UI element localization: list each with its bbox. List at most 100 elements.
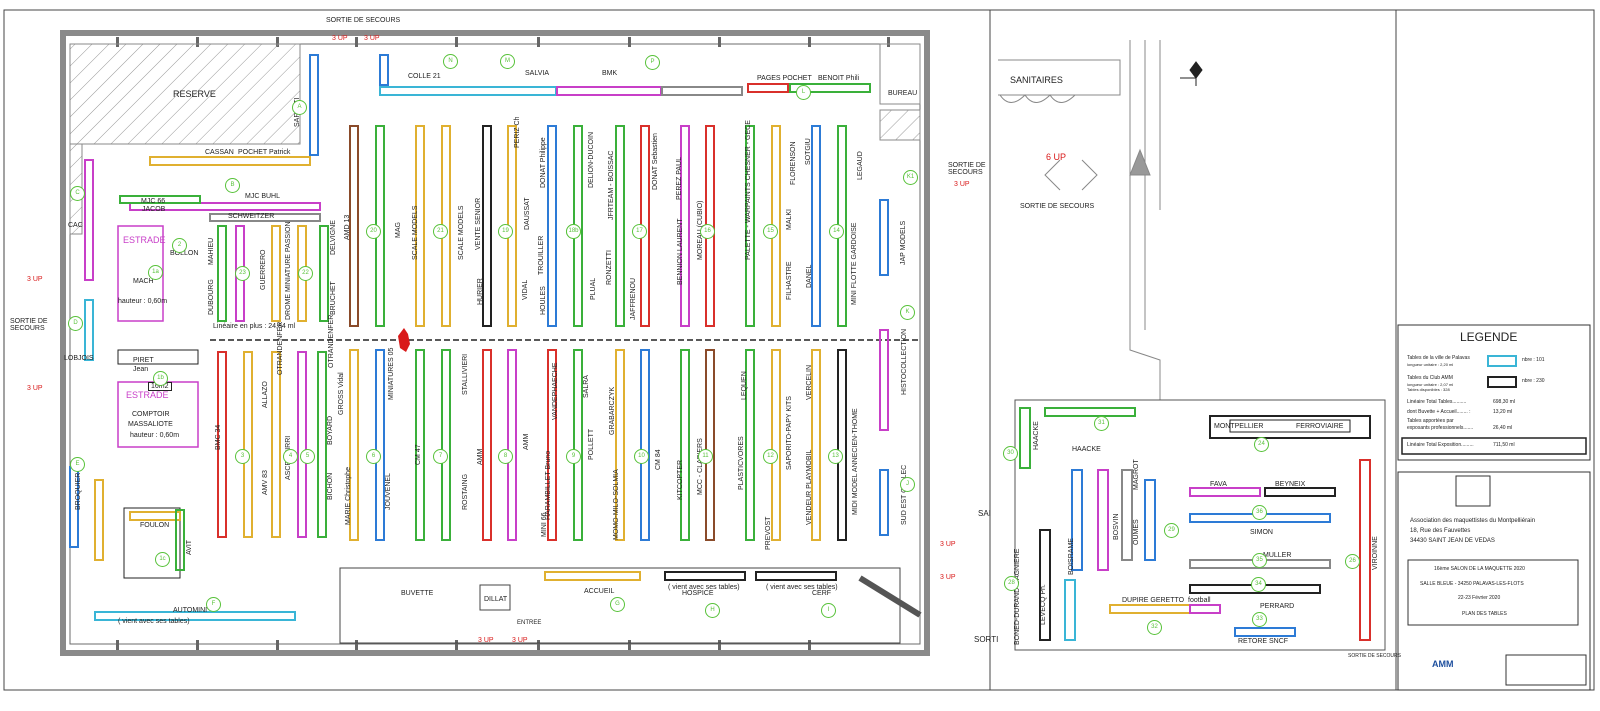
exhibitor-label: SAPORITO-PAPY KITS	[786, 396, 793, 470]
exhibitor-label: PERRARD	[1260, 603, 1295, 610]
exhibitor-label: LOBJOIS	[64, 355, 94, 362]
bottom-service	[339, 567, 922, 644]
exit-label-annex: SORTIE DE SECOURS	[1020, 203, 1095, 210]
exhibitor-label: MARIE Christophe	[345, 467, 352, 525]
estrade-label: ESTRADE	[126, 390, 169, 400]
exhibitor-label: MULLER	[1263, 552, 1292, 559]
exhibitor-label: CAC	[68, 222, 83, 229]
legend-row2: Tables du Club AMM	[1407, 375, 1453, 381]
table-row-upper	[811, 125, 821, 327]
exhibitor-label: MINI FLOTTE GARDOISE	[851, 222, 858, 305]
exhibitor-label: JFRTEAM - BOISSAC	[608, 150, 615, 221]
table-row-upper	[349, 125, 359, 327]
legend-pro-value: 26,40 ml	[1493, 425, 1513, 431]
zone-marker: N	[443, 54, 458, 69]
exhibitor-label: DONAT Sebastien	[652, 133, 659, 190]
table-row-lower	[615, 349, 625, 541]
pillars	[116, 37, 890, 650]
exhibitor-label: football	[1188, 597, 1211, 604]
zone-marker: 32	[1147, 620, 1162, 635]
table-row-lower	[441, 349, 451, 541]
exhibitor-label: OUMES	[1133, 519, 1140, 545]
exhibitor-label: STALLIVIERI	[462, 353, 469, 395]
zone-marker: A	[292, 100, 307, 115]
zone-marker: H	[705, 603, 720, 618]
table-row-lower	[217, 351, 227, 538]
three-up-label: 3 UP	[940, 574, 956, 581]
exhibitor-label: HOULES	[540, 286, 547, 315]
legend-expo-value: 711,50 ml	[1493, 442, 1515, 448]
estrade-1	[117, 225, 164, 322]
exhibitor-label: GRABARCZYK	[609, 386, 616, 435]
exhibitor-label: CASSAN	[205, 149, 234, 156]
exhibitor-label: RETORE SNCF	[1238, 638, 1289, 645]
zone-marker: J	[900, 477, 915, 492]
reserve-area	[69, 43, 301, 145]
exhibitor-label: SCHWEITZER	[228, 213, 275, 220]
exhibitor-label: AMV 83	[262, 470, 269, 495]
legend-total-label: Linéaire Total Tables..........	[1407, 399, 1467, 405]
zone-marker: 11	[698, 449, 713, 464]
reserve-label: RESERVE	[173, 89, 216, 99]
zone-marker: D	[68, 316, 83, 331]
sanitaires-label: SANITAIRES	[1010, 75, 1063, 85]
exhibitor-label: Jean	[133, 366, 149, 373]
exhibitor-label: HAACKE	[1072, 446, 1101, 453]
salon-venue: SALLE BLEUE - 34250 PALAVAS-LES-FLOTS	[1420, 581, 1524, 587]
cerf-label: CERF	[812, 590, 832, 597]
six-up-label: 6 UP	[1046, 152, 1067, 162]
accueil-label: ACCUEIL	[584, 588, 615, 595]
entrance-label: ENTREE	[517, 620, 542, 626]
zone-marker: G	[610, 597, 625, 612]
zone-marker: 33	[1252, 612, 1267, 627]
exhibitor-label: PERIZ Ch	[514, 116, 521, 148]
exhibitor-label: DANEL	[806, 264, 813, 288]
estrade-label: ESTRADE	[123, 235, 166, 245]
legend-pro-label2: exposants professionnels.......	[1407, 425, 1474, 431]
note-label: ( vient avec ses tables)	[118, 618, 190, 625]
zone-marker: P	[645, 55, 660, 70]
exhibitor-label: PAGES POCHET	[757, 75, 812, 82]
salon-title: 16ème SALON DE LA MAQUETTE 2020	[1434, 566, 1525, 572]
exhibitor-label: ROSTAING	[462, 473, 469, 510]
exhibitor-label: MAGROT	[1133, 459, 1140, 490]
exhibitor-label: KITCOPTER	[677, 459, 684, 500]
exhibitor-label: FOULON	[140, 522, 170, 529]
exhibitor-label: PLUAL	[590, 277, 597, 300]
exhibitor-label: MIDI MODEL ANNECIEN-THOME	[852, 408, 859, 515]
table-row-lower	[811, 349, 821, 541]
three-up-label: 3 UP	[27, 385, 43, 392]
zone-marker: 3	[235, 449, 250, 464]
table-row-lower	[837, 349, 847, 541]
zone-marker: 16	[700, 224, 715, 239]
exhibitor-label: POLLETT	[588, 428, 595, 460]
zone-marker: 2	[172, 238, 187, 253]
zone-marker: M	[500, 54, 515, 69]
exhibitor-label: MOMO-MILO-SOLMIA	[613, 469, 620, 540]
legend-panel	[1397, 324, 1591, 691]
exhibitor-label: COLLE 21	[408, 73, 441, 80]
table-row-upper	[547, 125, 557, 327]
exhibitor-label: BICHON	[327, 472, 334, 500]
exhibitor-label: DONAT Philippe	[540, 137, 547, 188]
exhibitor-label: MINI 66	[541, 512, 548, 537]
exhibitor-label: FLORENSON	[790, 141, 797, 185]
exhibitor-label: MJC BUHL	[245, 193, 281, 200]
table-row-lower	[271, 351, 281, 538]
zone-marker: 36	[1252, 505, 1267, 520]
salon-dates: 22-23 Février 2020	[1458, 595, 1501, 601]
exhibitor-label: JOUVENEL	[385, 473, 392, 510]
exhibitor-label: AMM	[477, 448, 484, 465]
main-hall-walls	[60, 30, 930, 656]
lower-table-rows	[217, 349, 847, 541]
legend-title: LEGENDE	[1460, 330, 1518, 344]
height-label: hauteur : 0,60m	[118, 298, 168, 305]
plan-title: PLAN DES TABLES	[1462, 611, 1507, 617]
exhibitor-label: AVIT	[186, 539, 193, 555]
compass-icon	[1180, 61, 1203, 86]
table-row-upper	[319, 225, 329, 322]
table-row-lower	[745, 349, 755, 541]
exhibitor-label: PREVOST	[765, 516, 772, 550]
top-tables	[84, 54, 871, 361]
exhibitor-label: BEYNEIX	[1275, 481, 1306, 488]
